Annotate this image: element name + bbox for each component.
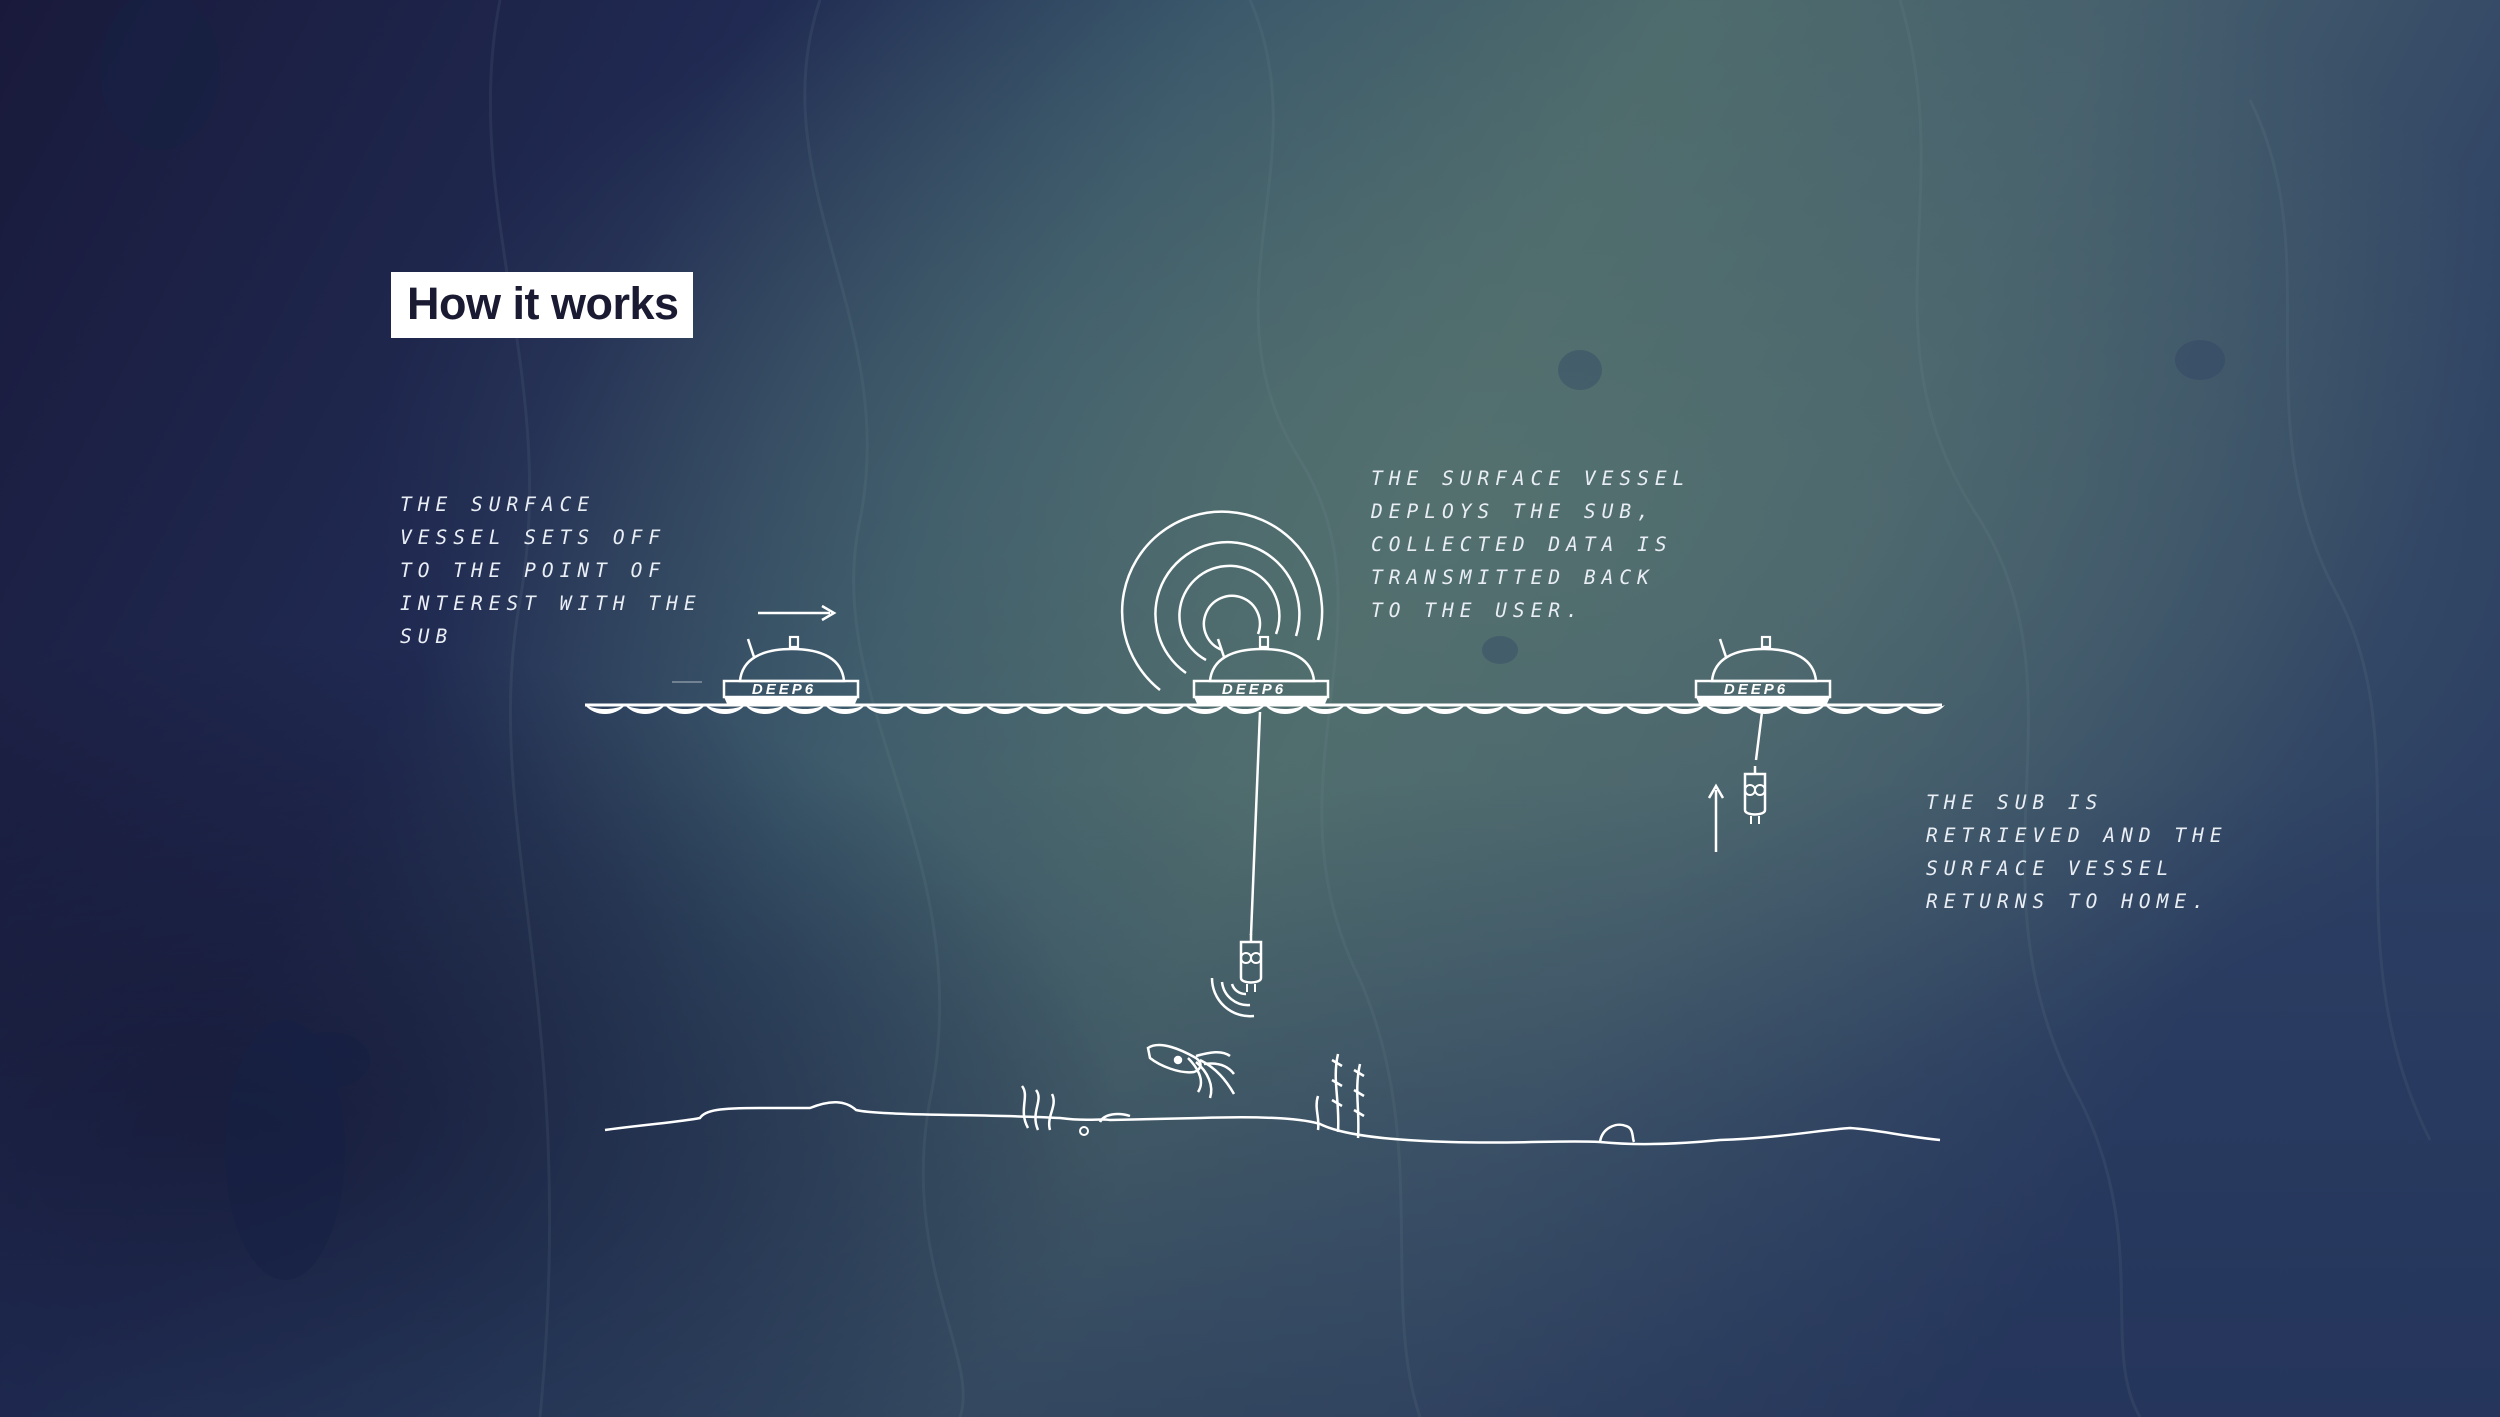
submarine-icon <box>1743 764 1767 826</box>
water-surface <box>585 703 1945 714</box>
direction-arrow-icon <box>758 604 837 622</box>
tether-cable <box>1754 711 1764 761</box>
step-3-caption: THE SUB IS RETRIEVED AND THE SURFACE VES… <box>1926 791 2228 913</box>
vessel-label: DEEP6 <box>1222 681 1286 698</box>
rock <box>1079 1126 1089 1136</box>
vessel-label: DEEP6 <box>1724 681 1788 698</box>
rock <box>1598 1123 1636 1143</box>
submarine-icon <box>1239 932 1263 994</box>
squid-icon <box>1146 1043 1236 1099</box>
surface-vessel-icon: DEEP6 <box>1694 635 1832 708</box>
step-1-caption: THE SURFACE VESSEL SETS OFF TO THE POINT… <box>400 493 702 648</box>
surface-vessel-icon: DEEP6 <box>672 635 860 708</box>
vessel-label: DEEP6 <box>752 681 816 698</box>
surface-vessel-icon: DEEP6 <box>1192 635 1330 708</box>
rock <box>1098 1112 1131 1123</box>
sea-floor <box>604 1101 1941 1146</box>
tether-cable <box>1249 711 1262 936</box>
seaweed-icon <box>1020 1085 1055 1131</box>
seaweed-icon <box>1315 1053 1365 1139</box>
sonar-waves-icon <box>1210 977 1255 1018</box>
step-2-caption: THE SURFACE VESSEL DEPLOYS THE SUB, COLL… <box>1371 467 1691 622</box>
direction-arrow-icon <box>1707 783 1725 852</box>
page-title: How it works <box>391 272 693 338</box>
signal-waves-icon <box>1120 510 1324 691</box>
